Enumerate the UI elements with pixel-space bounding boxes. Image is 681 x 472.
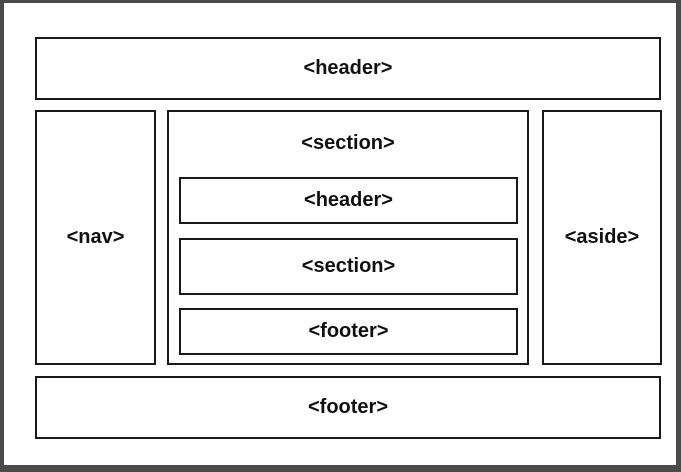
inner-header-label: <header>: [304, 189, 393, 211]
header-label: <header>: [303, 57, 393, 79]
section-box: <section> <header> <section> <footer>: [167, 110, 529, 365]
inner-section-box: <section>: [179, 238, 518, 295]
aside-box: <aside>: [542, 110, 662, 365]
footer-box: <footer>: [35, 376, 661, 439]
layout-diagram: <header> <nav> <section> <header> <secti…: [4, 3, 676, 465]
inner-section-label: <section>: [301, 255, 396, 277]
nav-box: <nav>: [35, 110, 156, 365]
header-box: <header>: [35, 37, 661, 100]
inner-footer-box: <footer>: [179, 308, 518, 355]
section-title: <section>: [169, 132, 527, 155]
footer-label: <footer>: [307, 396, 389, 418]
inner-footer-label: <footer>: [308, 320, 389, 342]
aside-label: <aside>: [564, 226, 640, 248]
section-label: <section>: [301, 132, 395, 154]
inner-header-box: <header>: [179, 177, 518, 224]
nav-label: <nav>: [66, 226, 125, 248]
